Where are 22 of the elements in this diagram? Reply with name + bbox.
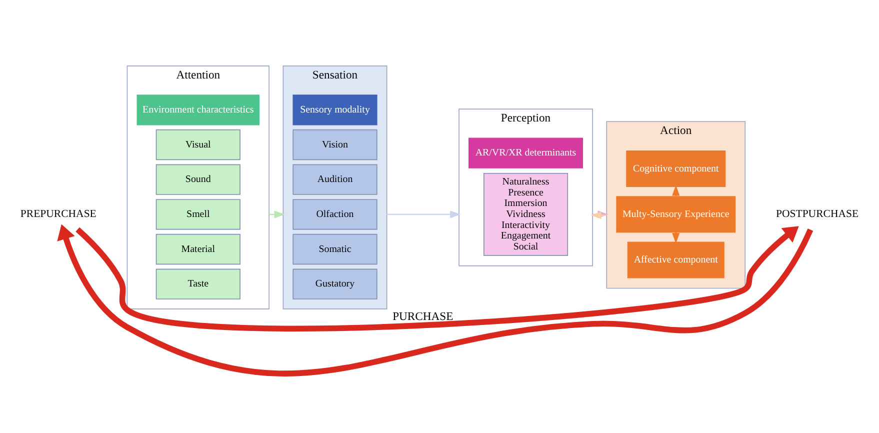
arrow <box>386 210 461 218</box>
node-box: Material <box>156 234 240 265</box>
node-box: Cognitive component <box>626 150 726 188</box>
arrow <box>57 224 814 376</box>
edge-label: PURCHASE <box>392 310 454 323</box>
node-text: PREPURCHASE <box>20 208 96 220</box>
node-text: POSTPURCHASE <box>776 208 859 220</box>
node-box: Taste <box>156 268 240 300</box>
node-box: Sensory modality <box>292 94 378 126</box>
arrow <box>76 226 799 332</box>
node-box: Vision <box>292 129 378 160</box>
node-box: Olfaction <box>292 199 378 230</box>
node-box: Smell <box>156 199 240 230</box>
node-box: Somatic <box>292 234 378 265</box>
node-box: Visual <box>156 129 240 160</box>
node-box: Affective component <box>627 242 724 278</box>
node-box: Environment characteristics <box>136 94 260 126</box>
node-box: AR/VR/XR determinants <box>468 138 583 168</box>
node-box: Sound <box>156 164 240 195</box>
node-box: Audition <box>292 164 378 195</box>
node-box: Naturalness Presence Immersion Vividness Interactivity Engagement Social <box>483 172 568 256</box>
node-box: Gustatory <box>292 268 378 300</box>
